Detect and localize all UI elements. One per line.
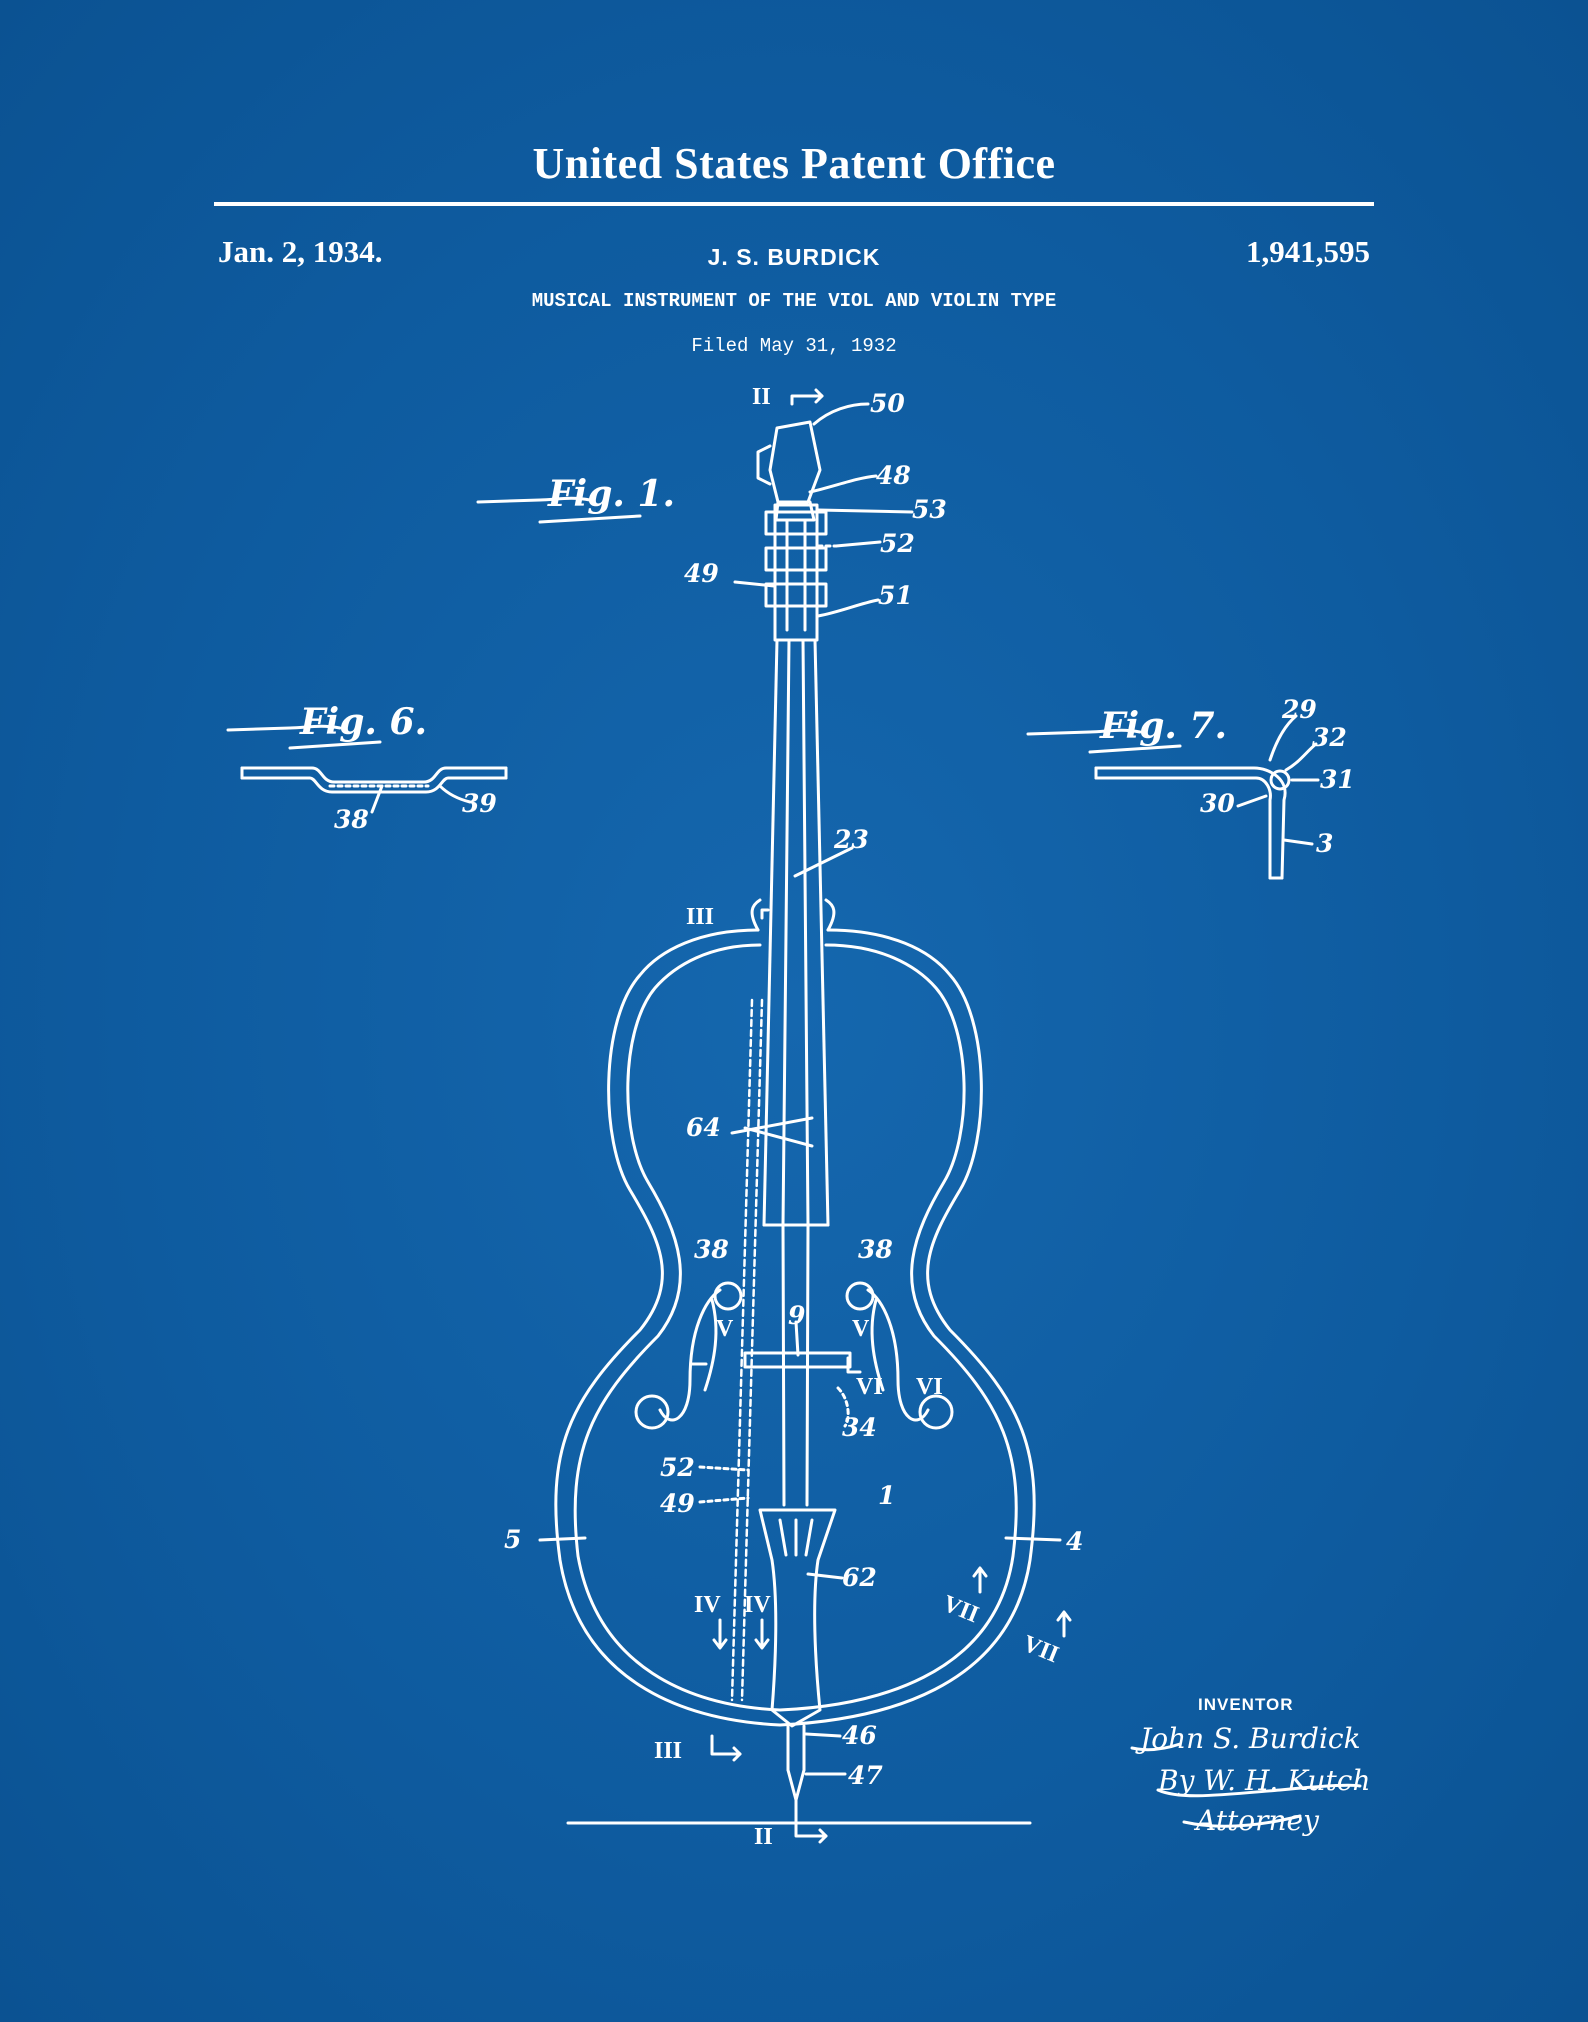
ref-52: 52 <box>880 529 915 558</box>
section-iii-top: III <box>686 904 714 930</box>
patent-title: MUSICAL INSTRUMENT OF THE VIOL AND VIOLI… <box>531 290 1057 312</box>
ref-50: 50 <box>870 389 905 418</box>
attorney-signature: By W. H. Kutch <box>1157 1764 1371 1797</box>
fig6-label: Fig. 6. <box>299 701 427 743</box>
fig6-ref-38: 38 <box>334 805 369 834</box>
fig7-ref-31: 31 <box>1320 765 1355 794</box>
fig7-label: Fig. 7. <box>1099 705 1227 747</box>
ref-23: 23 <box>833 825 869 854</box>
ref-49: 49 <box>684 559 719 588</box>
ref-53: 53 <box>912 495 947 524</box>
fig7-ref-3: 3 <box>1316 829 1333 858</box>
ref-52-lower: 52 <box>660 1453 695 1482</box>
attorney-role: Attorney <box>1193 1804 1320 1837</box>
ref-64: 64 <box>686 1113 721 1142</box>
section-iii-bottom: III <box>654 1738 682 1764</box>
patent-date: Jan. 2, 1934. <box>218 234 383 269</box>
ref-38-left: 38 <box>694 1235 729 1264</box>
ref-1: 1 <box>878 1481 895 1510</box>
filed-date: Filed May 31, 1932 <box>691 335 897 357</box>
fig7-drawing <box>1094 714 1320 880</box>
section-vi-left: VI <box>856 1374 883 1400</box>
patent-number: 1,941,595 <box>1246 234 1370 269</box>
ref-62: 62 <box>842 1563 877 1592</box>
header-rule <box>214 202 1374 206</box>
inventor-name: J. S. BURDICK <box>707 244 881 270</box>
ref-38-right: 38 <box>858 1235 893 1264</box>
ref-4: 4 <box>1066 1527 1083 1556</box>
ref-34: 34 <box>842 1413 877 1442</box>
patent-office-title: United States Patent Office <box>532 139 1056 188</box>
section-ii-bottom: II <box>754 1824 773 1850</box>
section-v-left: V <box>716 1316 734 1342</box>
ref-5: 5 <box>504 1525 521 1554</box>
inventor-signature: John S. Burdick <box>1135 1722 1361 1755</box>
section-ii-top: II <box>752 384 771 410</box>
ref-48: 48 <box>876 461 911 490</box>
ref-49-lower: 49 <box>660 1489 695 1518</box>
section-vii-a: VII <box>939 1591 982 1629</box>
section-vii-b: VII <box>1019 1631 1062 1669</box>
fig1-label: Fig. 1. <box>547 473 675 515</box>
ref-47: 47 <box>848 1761 883 1790</box>
fig6-drawing <box>240 766 508 814</box>
fig6-ref-39: 39 <box>462 789 497 818</box>
section-vi-right: VI <box>916 1374 943 1400</box>
section-iv-left: IV <box>694 1592 721 1618</box>
section-iv-right: IV <box>744 1592 771 1618</box>
fig7-ref-30: 30 <box>1200 789 1235 818</box>
section-v-right: V <box>852 1316 870 1342</box>
inventor-caption: INVENTOR <box>1198 1695 1294 1714</box>
fig7-ref-32: 32 <box>1312 723 1347 752</box>
ref-46: 46 <box>842 1721 877 1750</box>
fig7-ref-29: 29 <box>1281 695 1317 724</box>
double-bass-drawing <box>554 420 1036 1830</box>
ref-51: 51 <box>878 581 913 610</box>
ref-9: 9 <box>788 1301 805 1330</box>
